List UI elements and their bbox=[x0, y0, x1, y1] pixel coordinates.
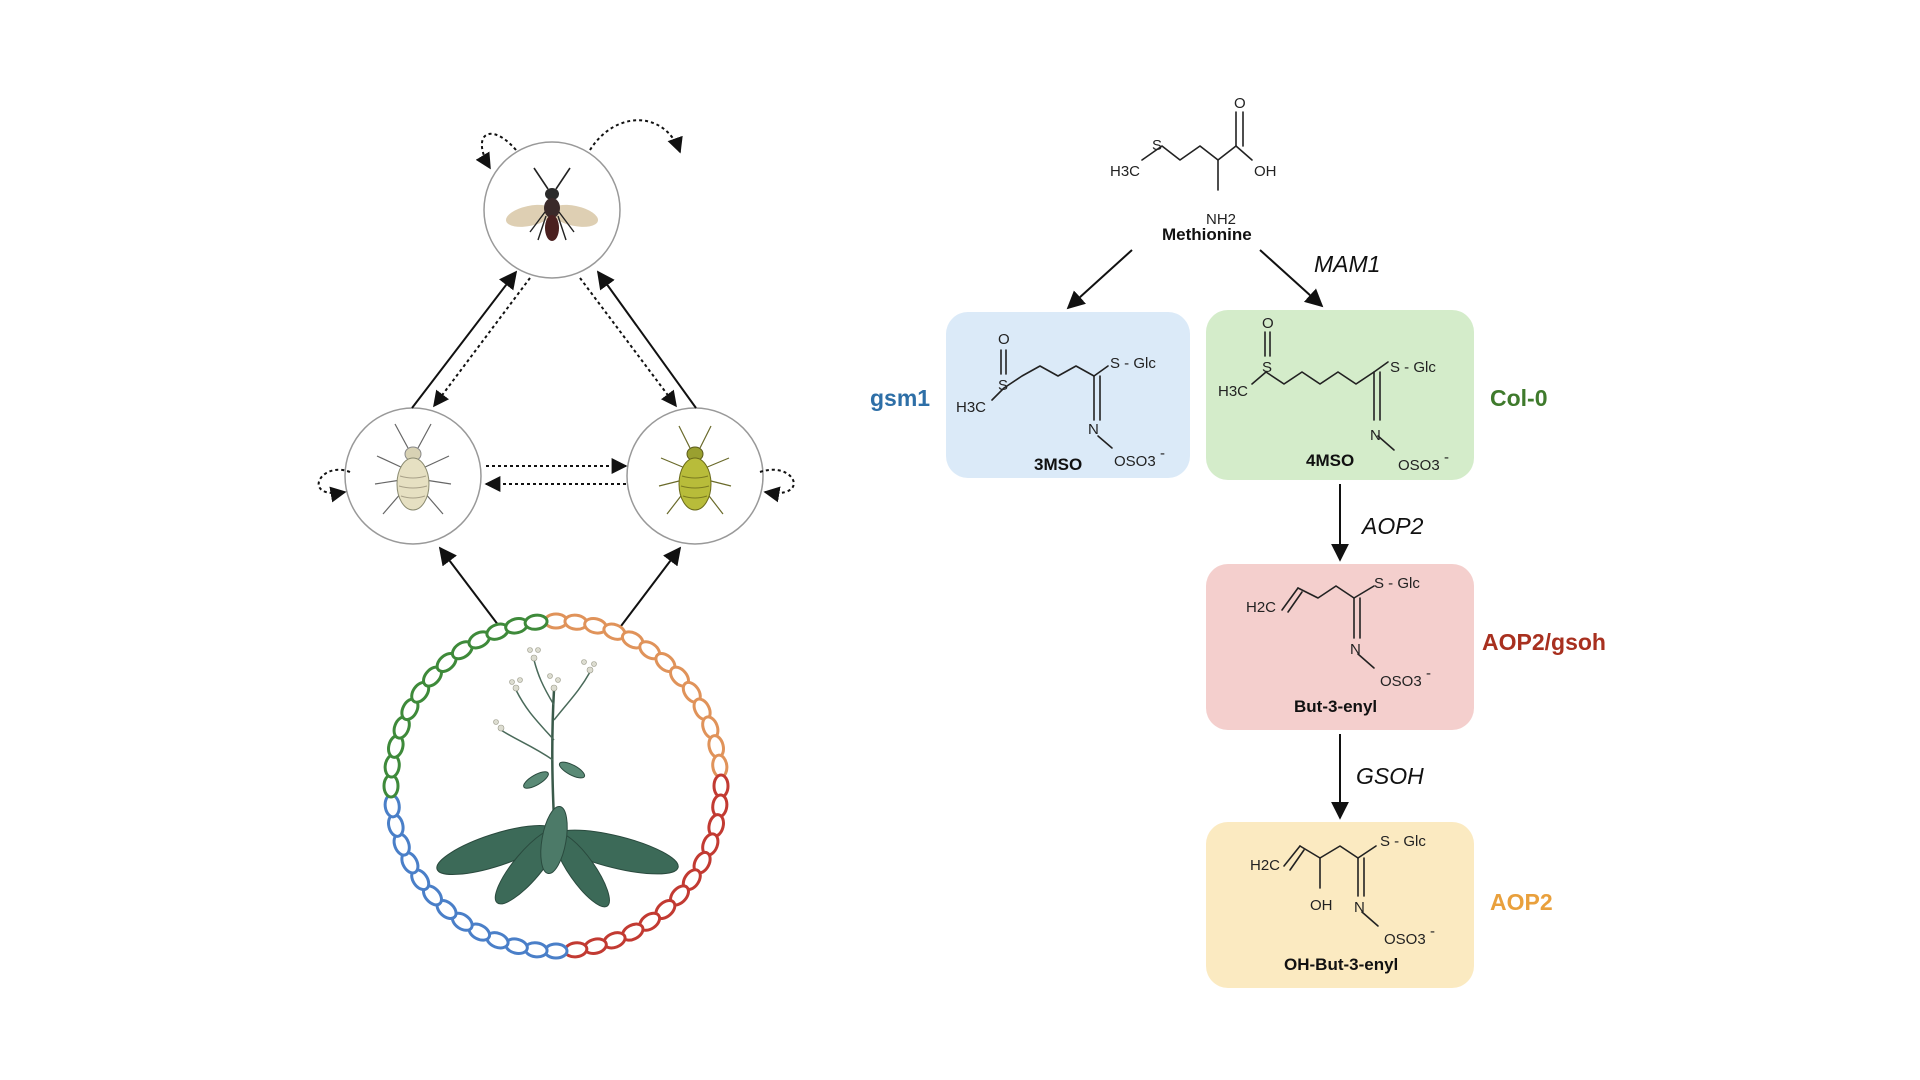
arrow-methionine-to-3mso bbox=[1066, 249, 1133, 310]
methionine-oh: OH bbox=[1254, 163, 1277, 180]
label-but-3-enyl: But-3-enyl bbox=[1294, 697, 1377, 716]
4mso-s: S bbox=[1262, 359, 1272, 376]
dotted-loop-pale-aphid bbox=[317, 468, 351, 503]
gene-mam1: MAM1 bbox=[1314, 251, 1380, 277]
ecological-network bbox=[317, 119, 795, 960]
oh-butenyl-oso3: OSO3 bbox=[1384, 931, 1426, 948]
strain-aop2-gsoh: AOP2/gsoh bbox=[1482, 629, 1606, 655]
methionine-s: S bbox=[1152, 137, 1162, 154]
oh-butenyl-n: N bbox=[1354, 899, 1365, 916]
methionine-h3c: H3C bbox=[1110, 163, 1140, 180]
butenyl-sglc: S - Glc bbox=[1374, 575, 1420, 592]
3mso-h3c: H3C bbox=[956, 399, 986, 416]
dotted-arrow-parasitoid-to-green bbox=[579, 277, 677, 408]
arrow-plant-to-green-aphid bbox=[614, 546, 682, 635]
pale-aphid-icon bbox=[374, 423, 452, 515]
butenyl-oso3: OSO3 bbox=[1380, 673, 1422, 690]
arrow-methionine-to-4mso bbox=[1259, 249, 1324, 308]
3mso-sglc: S - Glc bbox=[1110, 355, 1156, 372]
strain-aop2: AOP2 bbox=[1490, 889, 1553, 915]
compound-4mso: O S H3C S - Glc N OSO3 - 4MSO bbox=[1206, 310, 1474, 480]
green-aphid-icon bbox=[658, 425, 732, 515]
oh-butenyl-minus: - bbox=[1430, 923, 1435, 940]
arrow-pale-to-parasitoid bbox=[411, 270, 518, 409]
box-4mso bbox=[1206, 310, 1474, 480]
dotted-arrow-parasitoid-to-pale bbox=[433, 277, 531, 408]
3mso-o: O bbox=[998, 331, 1010, 348]
3mso-minus: - bbox=[1160, 445, 1165, 462]
strain-gsm1: gsm1 bbox=[870, 385, 930, 411]
dna-segment bbox=[523, 613, 549, 631]
strain-col0: Col-0 bbox=[1490, 385, 1548, 411]
methionine-label: Methionine bbox=[1162, 225, 1252, 244]
butenyl-n: N bbox=[1350, 641, 1361, 658]
3mso-n: N bbox=[1088, 421, 1099, 438]
compound-but-3-enyl: H2C S - Glc N OSO3 - But-3-enyl bbox=[1206, 564, 1474, 730]
oh-butenyl-h2c: H2C bbox=[1250, 857, 1280, 874]
box-3mso bbox=[946, 312, 1190, 478]
dotted-loop-parasitoid-right bbox=[589, 119, 683, 154]
box-but-3-enyl bbox=[1206, 564, 1474, 730]
methionine-nh2: NH2 bbox=[1206, 211, 1236, 228]
4mso-minus: - bbox=[1444, 449, 1449, 466]
dna-ring bbox=[382, 612, 730, 960]
label-oh-but-3-enyl: OH-But-3-enyl bbox=[1284, 955, 1398, 974]
label-4mso: 4MSO bbox=[1306, 451, 1354, 470]
3mso-s: S bbox=[998, 377, 1008, 394]
gene-aop2: AOP2 bbox=[1360, 513, 1424, 539]
box-oh-but-3-enyl bbox=[1206, 822, 1474, 988]
glucosinolate-pathway: H3C S O OH NH2 Methionine MAM1 O S H3C S… bbox=[870, 95, 1606, 988]
oh-butenyl-sglc: S - Glc bbox=[1380, 833, 1426, 850]
dotted-loop-green-aphid bbox=[759, 468, 795, 503]
4mso-n: N bbox=[1370, 427, 1381, 444]
methionine-o: O bbox=[1234, 95, 1246, 112]
4mso-sglc: S - Glc bbox=[1390, 359, 1436, 376]
gene-gsoh: GSOH bbox=[1356, 763, 1424, 789]
compound-oh-but-3-enyl: H2C OH S - Glc N OSO3 - OH-But-3-enyl bbox=[1206, 822, 1474, 988]
arrow-green-to-parasitoid bbox=[596, 270, 697, 409]
oh-butenyl-oh: OH bbox=[1310, 897, 1333, 914]
4mso-o: O bbox=[1262, 315, 1274, 332]
label-3mso: 3MSO bbox=[1034, 455, 1082, 474]
plant-illustration bbox=[436, 647, 679, 908]
butenyl-minus: - bbox=[1426, 665, 1431, 682]
methionine-structure: H3C S O OH NH2 Methionine bbox=[1110, 95, 1277, 244]
butenyl-h2c: H2C bbox=[1246, 599, 1276, 616]
4mso-oso3: OSO3 bbox=[1398, 457, 1440, 474]
arrow-plant-to-pale-aphid bbox=[438, 546, 506, 635]
4mso-h3c: H3C bbox=[1218, 383, 1248, 400]
parasitoid-wasp-icon bbox=[505, 167, 599, 241]
dotted-loop-parasitoid-left bbox=[475, 132, 517, 170]
3mso-oso3: OSO3 bbox=[1114, 453, 1156, 470]
compound-3mso: O S H3C S - Glc N OSO3 - 3MSO bbox=[946, 312, 1190, 478]
